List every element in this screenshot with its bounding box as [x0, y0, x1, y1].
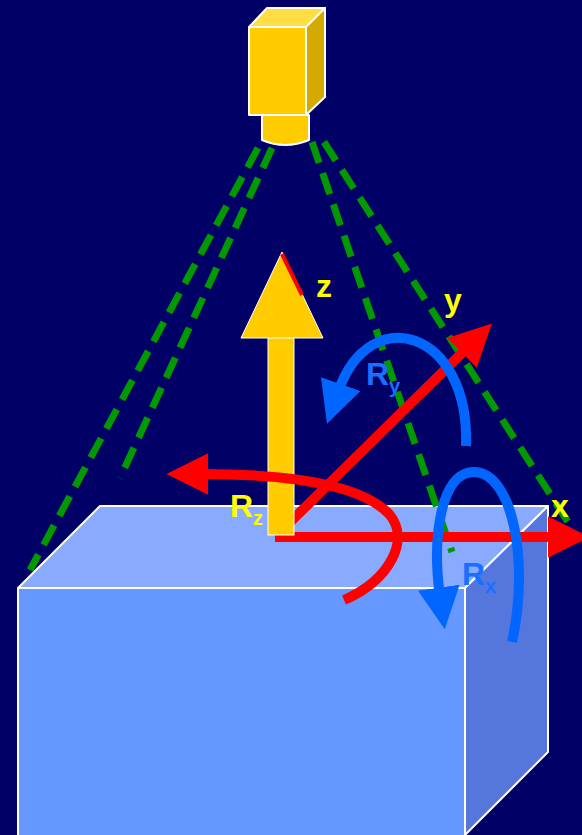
- object-box: [18, 506, 548, 835]
- rotation-label: R: [364, 358, 391, 390]
- rotation-label: R: [228, 490, 255, 522]
- rotation-subscript: y: [387, 376, 402, 396]
- rx-rotation-arrow: [437, 472, 519, 642]
- rotation-subscript: x: [483, 576, 498, 596]
- rotation-label: R: [460, 558, 487, 590]
- camera: [249, 8, 325, 145]
- rz-rotation-arrow: [200, 474, 398, 600]
- rotation-subscript: z: [251, 508, 265, 528]
- ry-rotation-arrow: [338, 338, 466, 446]
- field-of-view: [30, 142, 568, 570]
- z-axis: [241, 252, 323, 535]
- axis-label: y: [442, 284, 464, 316]
- axis-label: x: [549, 490, 571, 522]
- axis-label: z: [314, 270, 334, 302]
